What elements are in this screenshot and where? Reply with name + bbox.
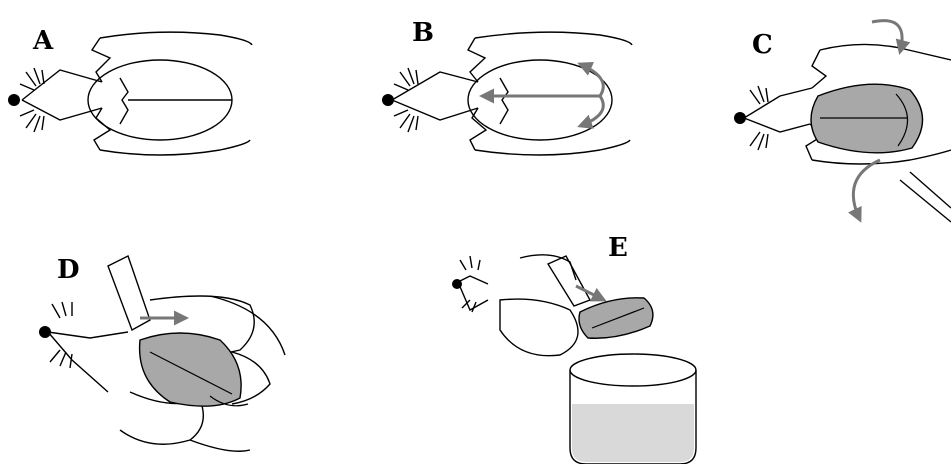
panel-b-mouse-head	[392, 32, 632, 155]
panel-e-mouse-head	[458, 255, 590, 356]
panel-c-nose	[734, 112, 746, 124]
panel-b-nose	[382, 94, 394, 106]
panel-e-arrow	[576, 286, 604, 300]
panel-e-brain	[579, 298, 653, 338]
panel-d-nose	[39, 326, 51, 338]
panel-b-arrows	[482, 64, 603, 126]
beaker	[570, 354, 696, 464]
panel-c-brain	[811, 84, 923, 153]
panel-a-nose	[8, 94, 20, 106]
panel-d-brain	[140, 333, 248, 406]
panel-e-nose	[452, 279, 462, 289]
panel-a-mouse-head	[20, 32, 252, 155]
